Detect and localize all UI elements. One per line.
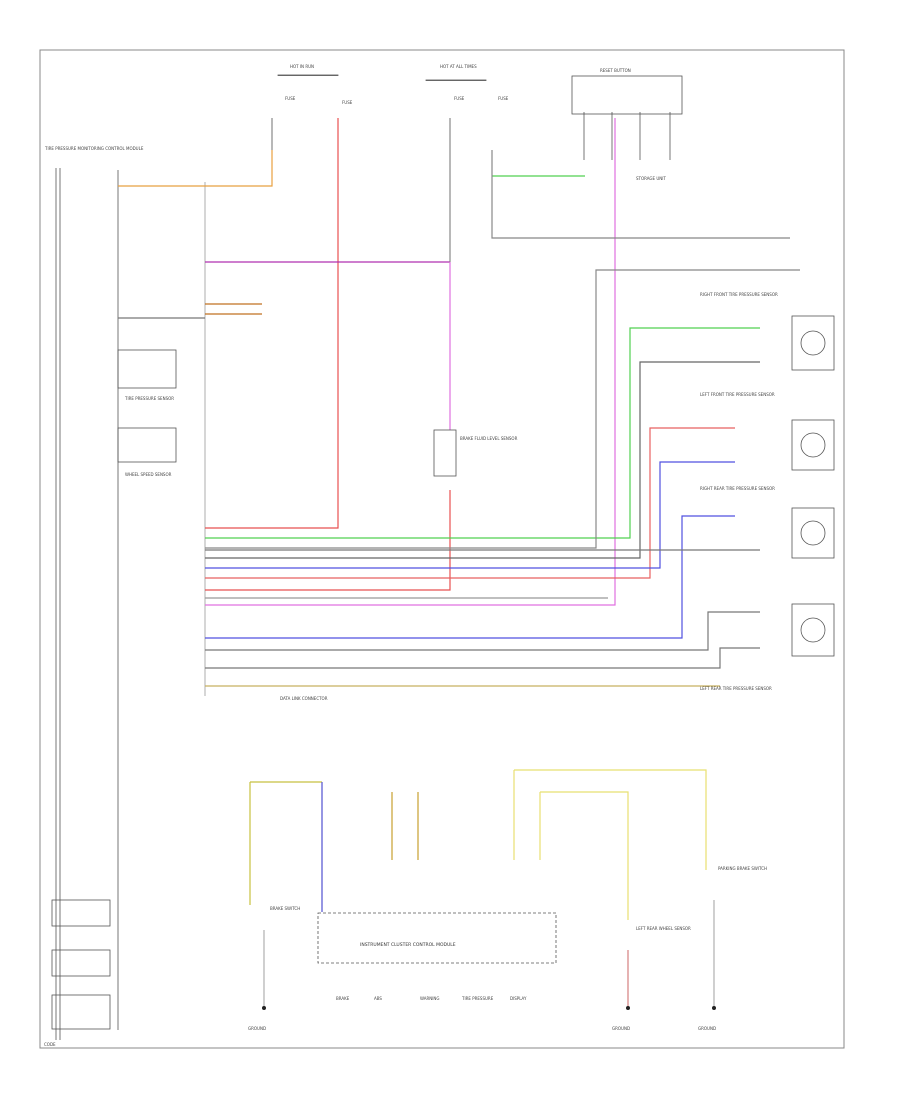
- label-hot-in-run: HOT IN RUN: [290, 64, 314, 69]
- wire-harness: [118, 118, 800, 687]
- label-left-rear-wheel-sensor: LEFT REAR WHEEL SENSOR: [636, 926, 691, 931]
- label-data-link: DATA LINK CONNECTOR: [280, 696, 328, 701]
- label-tpms-module: TIRE PRESSURE MONITORING CONTROL MODULE: [44, 146, 144, 151]
- label-fuse-c: FUSE: [454, 96, 465, 101]
- switch-box-b: [51, 949, 111, 977]
- switch-box-a: [51, 899, 111, 927]
- label-corner-code: CODE: [44, 1042, 56, 1047]
- label-reset-button: RESET BUTTON: [600, 68, 631, 73]
- reset-button-box: [571, 75, 683, 115]
- label-display: DISPLAY: [510, 996, 527, 1001]
- diagram-frame: [39, 49, 845, 1049]
- label-tire-pressure-lamp: TIRE PRESSURE: [461, 996, 494, 1001]
- label-wheel-speed-sensor: WHEEL SPEED SENSOR: [125, 472, 172, 477]
- label-warning-lamp: WARNING: [420, 996, 440, 1001]
- tire-sensors: [791, 315, 835, 657]
- module-box-2: [117, 427, 177, 463]
- label-abs-lamp: ABS: [374, 996, 382, 1001]
- instrument-cluster-group: [249, 769, 715, 1008]
- label-instrument-cluster: INSTRUMENT CLUSTER CONTROL MODULE: [360, 942, 456, 948]
- label-hot-at-all-times: HOT AT ALL TIMES: [440, 64, 477, 69]
- label-left-rear-sensor: LEFT REAR TIRE PRESSURE SENSOR: [700, 686, 772, 691]
- label-ground-c: GROUND: [698, 1026, 716, 1031]
- sensor-right-rear: [791, 507, 835, 559]
- sensor-left-front: [791, 419, 835, 471]
- label-right-front-sensor: RIGHT FRONT TIRE PRESSURE SENSOR: [700, 292, 778, 297]
- label-fuse-b: FUSE: [342, 100, 353, 105]
- label-brake-switch: BRAKE SWITCH: [270, 906, 300, 911]
- sensor-left-rear: [791, 603, 835, 657]
- sensor-right-front: [791, 315, 835, 371]
- left-module-group: [51, 168, 177, 1040]
- module-box-1: [117, 349, 177, 389]
- brake-fluid-sensor: [433, 429, 457, 477]
- label-brake-fluid-sensor: BRAKE FLUID LEVEL SENSOR: [460, 436, 518, 441]
- instrument-cluster-box: [317, 912, 557, 964]
- label-left-front-sensor: LEFT FRONT TIRE PRESSURE SENSOR: [700, 392, 775, 397]
- label-fuse-d: FUSE: [498, 96, 509, 101]
- label-right-rear-sensor: RIGHT REAR TIRE PRESSURE SENSOR: [700, 486, 775, 491]
- label-fuse-a: FUSE: [285, 96, 296, 101]
- top-fuse-group: [277, 74, 683, 160]
- label-pressure-sensor: TIRE PRESSURE SENSOR: [124, 396, 174, 401]
- ground-symbols: [262, 1006, 716, 1010]
- label-ground-a: GROUND: [248, 1026, 266, 1031]
- label-storage-unit: STORAGE UNIT: [636, 176, 666, 181]
- label-brake-lamp: BRAKE: [336, 996, 350, 1001]
- label-parking-brake-switch: PARKING BRAKE SWITCH: [718, 866, 767, 871]
- label-ground-b: GROUND: [612, 1026, 630, 1031]
- switch-box-c: [51, 994, 111, 1030]
